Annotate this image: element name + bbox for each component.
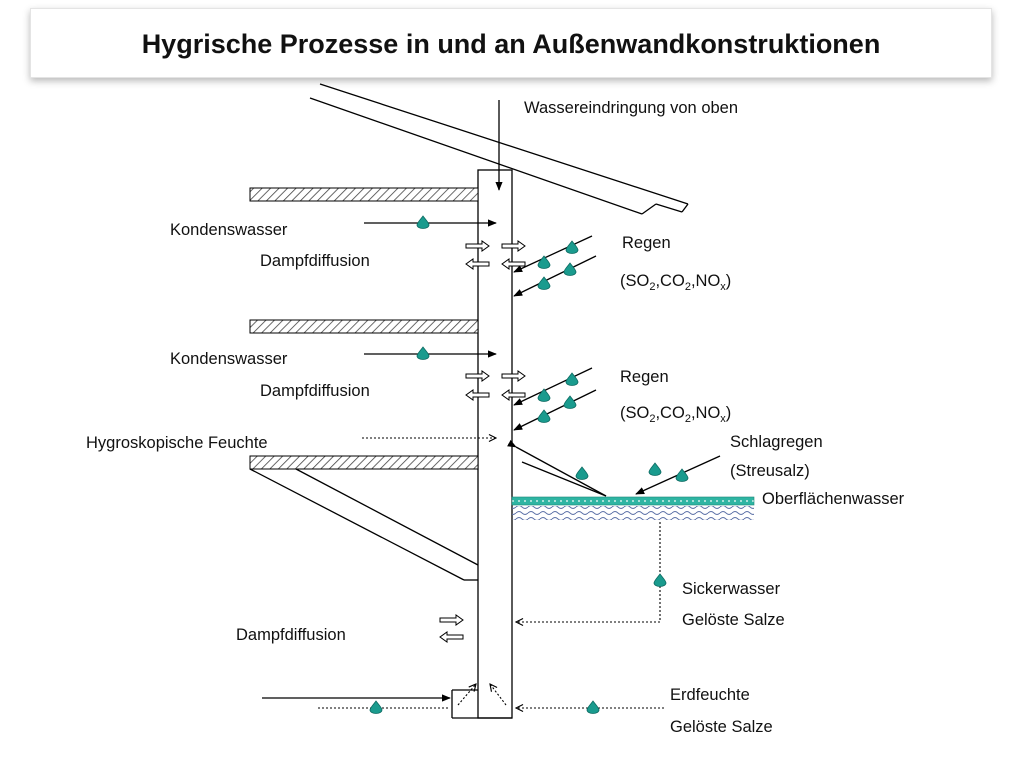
rain-arrows-2: [513, 367, 597, 431]
strut: [249, 468, 479, 581]
label-dampf-1: Dampfdiffusion: [260, 252, 370, 270]
roof: [309, 83, 689, 215]
rain-arrows-1: [513, 235, 597, 297]
dampf-arrows-3: [439, 614, 464, 643]
earth-moisture: [262, 684, 664, 714]
page-title: Hygrische Prozesse in und an Außenwandko…: [141, 29, 881, 59]
label-pollutants-1: (SO2,CO2,NOx): [620, 272, 731, 293]
label-erd: Erdfeuchte: [670, 686, 750, 704]
label-dampf-2: Dampfdiffusion: [260, 382, 370, 400]
label-kondens-1: Kondenswasser: [170, 221, 288, 239]
seepage-path: [516, 522, 667, 622]
floor-slab-1: [249, 187, 479, 202]
label-regen-1: Regen: [622, 234, 671, 252]
dampf-arrows-1: [465, 240, 526, 270]
wall: [477, 169, 513, 719]
diagram: Wassereindringung von oben Kondenswasser…: [86, 83, 905, 736]
floor-slab-2: [249, 319, 479, 334]
label-dampf-3: Dampfdiffusion: [236, 626, 346, 644]
label-salze-2: Gelöste Salze: [670, 718, 773, 736]
label-streusalz: (Streusalz): [730, 462, 810, 480]
label-oberflaeche: Oberflächenwasser: [762, 490, 905, 508]
dampf-arrows-2: [465, 370, 526, 401]
drop-kondens-2: [416, 346, 430, 360]
drop-kondens-1: [416, 215, 430, 229]
ground-surface: [511, 496, 755, 520]
label-salze-1: Gelöste Salze: [682, 611, 785, 629]
label-schlag: Schlagregen: [730, 433, 823, 451]
label-sicker: Sickerwasser: [682, 580, 781, 598]
label-kondens-2: Kondenswasser: [170, 350, 288, 368]
floor-slab-3: [249, 455, 479, 470]
label-hygro: Hygroskopische Feuchte: [86, 434, 268, 452]
label-pollutants-2: (SO2,CO2,NOx): [620, 404, 731, 425]
label-regen-2: Regen: [620, 368, 669, 386]
driving-rain: [507, 439, 721, 497]
title-box: Hygrische Prozesse in und an Außenwandko…: [30, 8, 992, 78]
label-top: Wassereindringung von oben: [524, 99, 738, 117]
